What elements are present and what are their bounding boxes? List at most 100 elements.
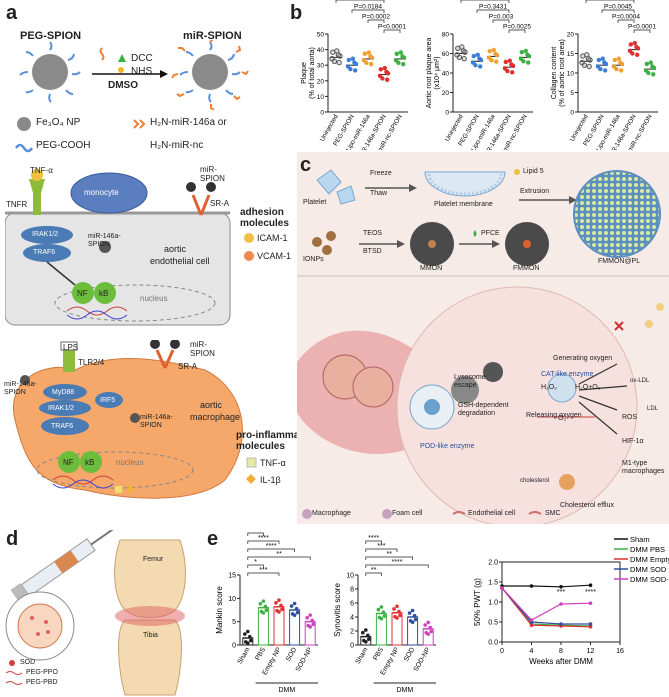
c-h2o2: H₂O₂ <box>541 384 557 391</box>
series-line <box>502 584 591 588</box>
c-fmmon: FMMON <box>513 265 540 272</box>
endo-kb: kB <box>99 289 109 298</box>
bar <box>375 613 387 646</box>
endo-adhesion: adhesion molecules <box>240 207 289 229</box>
y-tick-label: 30 <box>317 63 325 70</box>
data-point <box>264 608 269 613</box>
bar <box>407 616 419 646</box>
nhs-icon <box>118 67 124 73</box>
y-tick-label: 4 <box>350 615 354 622</box>
data-point <box>478 64 483 69</box>
y-tick-label: 40 <box>442 71 450 78</box>
panel-d-diagram <box>5 530 186 696</box>
data-point <box>277 610 281 614</box>
panel-label-c: c <box>300 154 312 176</box>
dcc-label: DCC <box>131 53 153 64</box>
bar <box>391 612 403 646</box>
data-point <box>292 613 297 617</box>
nhs-label: NHS <box>131 66 153 77</box>
data-point <box>366 633 370 638</box>
data-point <box>410 620 415 624</box>
peg-cooh-icon <box>14 143 34 153</box>
macro-nf: NF <box>63 458 74 467</box>
data-point <box>627 48 633 54</box>
data-point <box>507 58 512 63</box>
category-label: SOD <box>285 646 298 662</box>
macro-il1b: IL-1β <box>260 475 281 485</box>
data-point <box>367 637 371 641</box>
data-point <box>289 604 294 608</box>
significance-label: P=0.003 <box>489 14 514 21</box>
plot-frame <box>501 561 621 643</box>
macro-myd88: MyD88 <box>52 389 75 396</box>
legend-label: Sham <box>630 535 650 544</box>
c-thaw: Thaw <box>370 190 388 197</box>
data-point <box>510 63 516 69</box>
y-tick-label: 15 <box>228 573 236 580</box>
macro-lps: LPS <box>63 343 79 352</box>
data-point <box>361 58 367 63</box>
series-point <box>559 585 563 589</box>
series-line <box>501 587 591 621</box>
data-point <box>635 52 640 57</box>
significance-bracket <box>247 564 264 568</box>
fe3o4-np-icon <box>17 117 31 131</box>
x-tick-label: 16 <box>616 648 624 655</box>
bar <box>257 607 269 646</box>
x-tick-label: 4 <box>530 648 534 655</box>
significance-label: P<0.0001 <box>628 24 656 31</box>
data-point <box>619 68 624 73</box>
data-point <box>494 59 499 64</box>
data-point <box>523 48 528 54</box>
data-point <box>503 59 508 65</box>
macro-mirspion: miR- SPION <box>190 340 215 358</box>
y-tick-label: 10 <box>346 573 354 580</box>
data-point <box>426 620 430 625</box>
annotation: **** <box>585 589 596 596</box>
peg-spion-title: PEG-SPION <box>20 30 82 42</box>
c-gsh: GSH-dependent degradation <box>458 402 509 417</box>
data-point <box>398 50 403 55</box>
significance-bracket <box>247 556 311 560</box>
data-point <box>248 634 252 639</box>
data-point <box>412 613 417 618</box>
data-point <box>401 55 407 60</box>
bar <box>289 609 301 646</box>
significance-bracket <box>617 19 635 23</box>
significance-bracket <box>365 572 382 576</box>
data-point <box>600 56 605 61</box>
mir-spion-particle <box>171 40 249 110</box>
c-freeze: Freeze <box>370 170 392 177</box>
data-point <box>494 52 500 58</box>
category-label: PBS <box>254 646 267 662</box>
series-point <box>529 623 534 627</box>
data-point <box>519 50 524 55</box>
series-point <box>559 602 563 606</box>
data-point <box>258 601 263 606</box>
data-point <box>377 73 383 79</box>
significance-bracket <box>247 548 295 552</box>
significance-label: *** <box>377 543 385 550</box>
bar <box>360 636 372 646</box>
endo-vcam: VCAM-1 <box>257 251 292 261</box>
c-hif: HIF-1α <box>622 438 644 445</box>
y-tick-label: 1.5 <box>488 580 498 587</box>
y-tick-label: 60 <box>442 51 450 58</box>
data-point <box>385 71 391 76</box>
data-point <box>246 641 250 645</box>
data-point <box>586 63 592 70</box>
c-mmon: MMON <box>420 265 443 272</box>
data-point <box>423 623 427 627</box>
significance-bracket <box>365 556 413 560</box>
data-point <box>596 57 601 63</box>
y-tick-label: 1.0 <box>488 600 498 607</box>
c-platelet: Platelet <box>303 199 327 206</box>
data-point <box>651 65 657 71</box>
c-efflux: Cholesterol efflux <box>560 502 614 509</box>
significance-bracket <box>247 532 264 536</box>
data-point <box>595 64 601 69</box>
y-axis-label: Plaque(% of total aorta) <box>301 47 316 99</box>
data-point <box>426 632 430 636</box>
